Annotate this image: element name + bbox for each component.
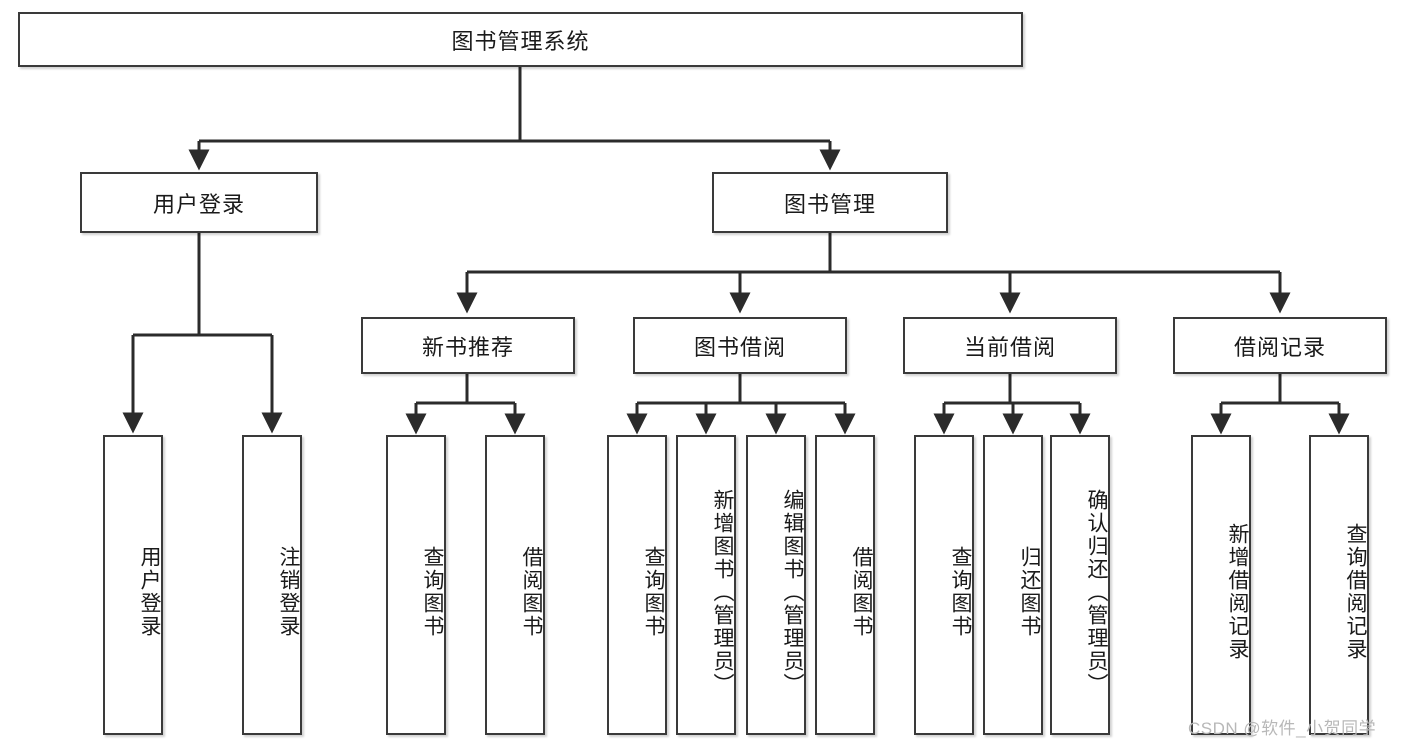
node-leaf-logout-login-label: 注销登录 xyxy=(277,546,300,638)
node-leaf-user-login[interactable]: 用户登录 xyxy=(103,435,163,735)
node-leaf-add-record-label: 新增借阅记录 xyxy=(1226,523,1249,661)
node-root-label: 图书管理系统 xyxy=(451,28,590,54)
node-leaf-query-record[interactable]: 查询借阅记录 xyxy=(1309,435,1369,735)
node-book-borrow[interactable]: 图书借阅 xyxy=(633,317,847,374)
node-borrow-record-label: 借阅记录 xyxy=(1233,334,1326,360)
node-leaf-borrow-book-1[interactable]: 借阅图书 xyxy=(485,435,545,735)
node-leaf-return-book-label: 归还图书 xyxy=(1018,546,1041,638)
node-book-borrow-label: 图书借阅 xyxy=(693,334,786,360)
node-leaf-return-book[interactable]: 归还图书 xyxy=(983,435,1043,735)
node-current-borrow[interactable]: 当前借阅 xyxy=(903,317,1117,374)
node-leaf-user-login-label: 用户登录 xyxy=(138,546,161,638)
node-leaf-edit-book[interactable]: 编辑图书（管理员） xyxy=(746,435,806,735)
node-leaf-query-book-2-label: 查询图书 xyxy=(642,546,665,638)
node-leaf-add-record[interactable]: 新增借阅记录 xyxy=(1191,435,1251,735)
node-book-manage[interactable]: 图书管理 xyxy=(712,172,948,233)
node-leaf-logout-login[interactable]: 注销登录 xyxy=(242,435,302,735)
node-leaf-confirm-return[interactable]: 确认归还（管理员） xyxy=(1050,435,1110,735)
node-leaf-borrow-book-2-label: 借阅图书 xyxy=(850,546,873,638)
node-leaf-borrow-book-1-label: 借阅图书 xyxy=(520,546,543,638)
node-leaf-confirm-return-label: 确认归还（管理员） xyxy=(1085,488,1108,696)
node-leaf-add-book[interactable]: 新增图书（管理员） xyxy=(676,435,736,735)
node-leaf-query-book-3-label: 查询图书 xyxy=(949,546,972,638)
node-user-login[interactable]: 用户登录 xyxy=(80,172,318,233)
node-user-login-label: 用户登录 xyxy=(152,191,245,217)
node-borrow-record[interactable]: 借阅记录 xyxy=(1173,317,1387,374)
node-new-book-recommend-label: 新书推荐 xyxy=(421,334,514,360)
node-leaf-borrow-book-2[interactable]: 借阅图书 xyxy=(815,435,875,735)
node-book-manage-label: 图书管理 xyxy=(783,191,876,217)
node-leaf-query-book-1-label: 查询图书 xyxy=(421,546,444,638)
node-leaf-query-book-2[interactable]: 查询图书 xyxy=(607,435,667,735)
node-leaf-edit-book-label: 编辑图书（管理员） xyxy=(781,488,804,696)
node-root[interactable]: 图书管理系统 xyxy=(18,12,1023,67)
node-leaf-query-book-1[interactable]: 查询图书 xyxy=(386,435,446,735)
node-leaf-query-record-label: 查询借阅记录 xyxy=(1344,523,1367,661)
node-current-borrow-label: 当前借阅 xyxy=(963,334,1056,360)
node-leaf-query-book-3[interactable]: 查询图书 xyxy=(914,435,974,735)
node-new-book-recommend[interactable]: 新书推荐 xyxy=(361,317,575,374)
node-leaf-add-book-label: 新增图书（管理员） xyxy=(711,488,734,696)
